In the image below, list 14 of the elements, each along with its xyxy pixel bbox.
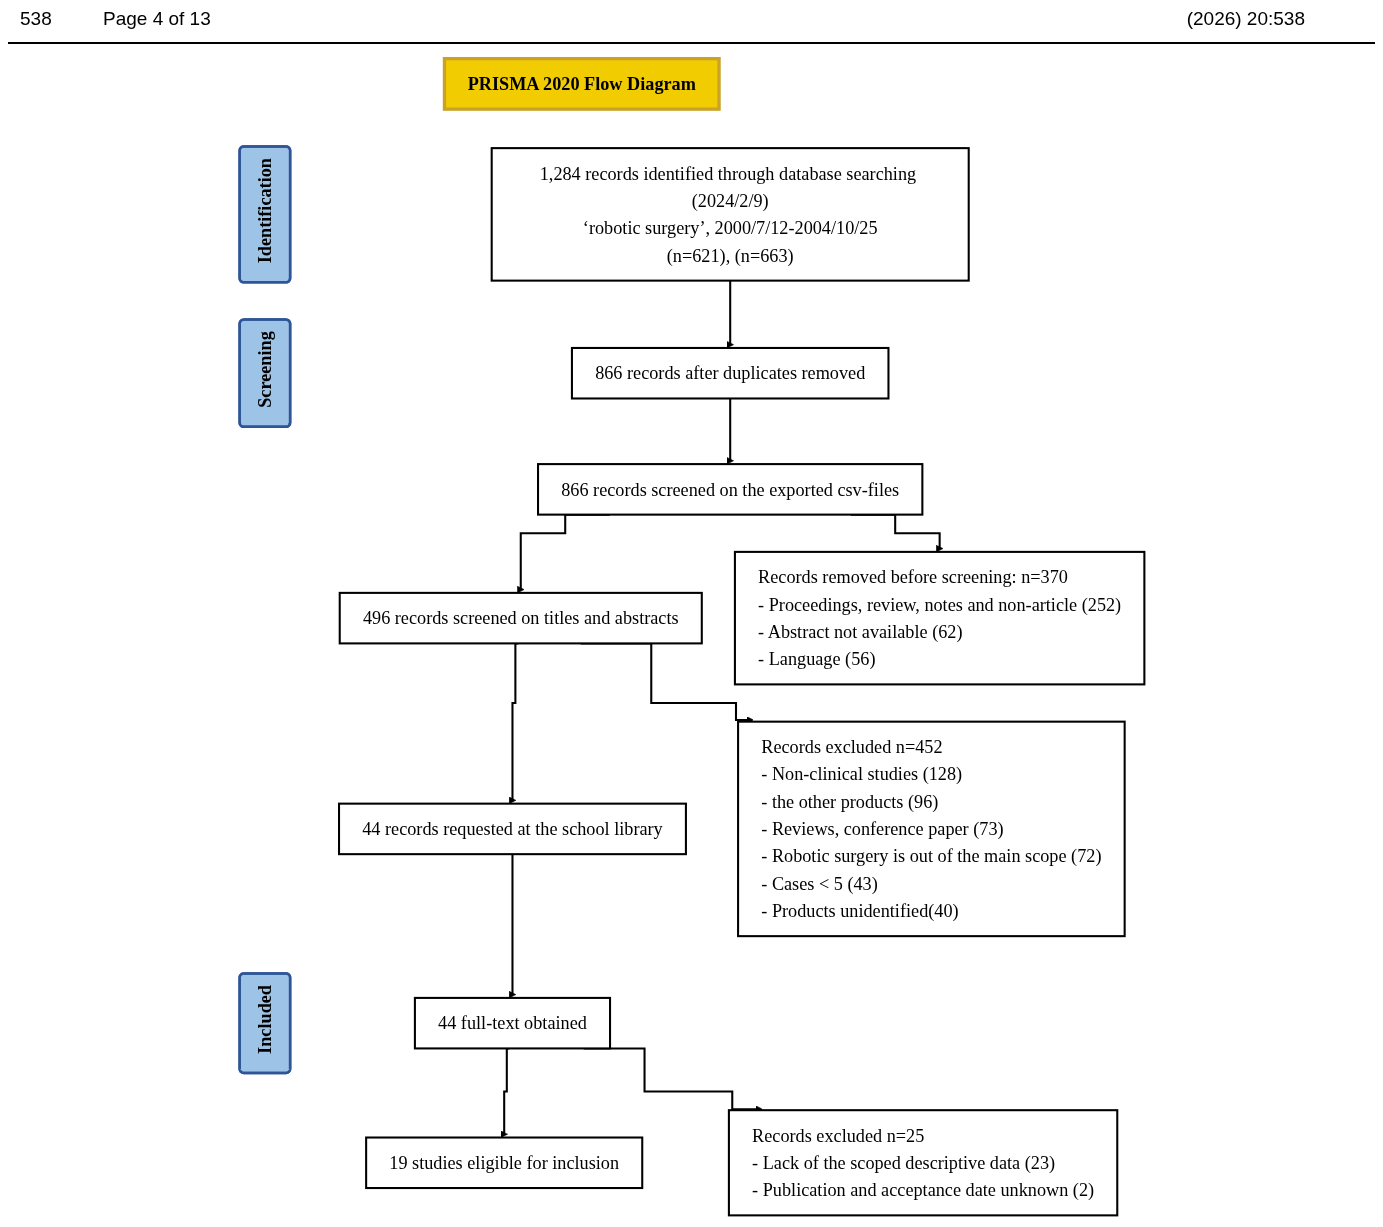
page-number: 538	[20, 8, 52, 30]
node-box: 496 records screened on titles and abstracts	[338, 591, 703, 645]
page-count: Page 4 of 13	[103, 8, 211, 30]
node-box: PRISMA 2020 Flow Diagram	[442, 56, 721, 111]
node-box: 1,284 records identified through database searching (2024/2/9) ‘robotic surgery’, 2000/7/12-2004/10/25 (n=621), (n=663)	[490, 147, 970, 282]
node-box: Records excluded n=452 - Non-clinical studies (128) - the other products (96) - Reviews, conference paper (73) - Robotic surgery is out of the main scope (72) - Cases < 5 (43) - Products unidentified(40)	[736, 720, 1126, 938]
citation: (2026) 20:538	[1186, 8, 1305, 30]
node-box: 44 records requested at the school library	[337, 802, 687, 856]
node-box: 866 records screened on the exported csv-files	[536, 463, 923, 516]
node-box: 866 records after duplicates removed	[570, 346, 889, 400]
node-box: Records removed before screening: n=370 - Proceedings, review, notes and non-article (252) - Abstract not available (62) - Language (56)	[733, 550, 1145, 686]
node-box: 19 studies eligible for inclusion	[364, 1136, 643, 1190]
node-box: Records excluded n=25 - Lack of the scoped descriptive data (23) - Publication and acceptance date unknown (2)	[727, 1109, 1118, 1217]
node-box: 44 full-text obtained	[413, 996, 611, 1050]
